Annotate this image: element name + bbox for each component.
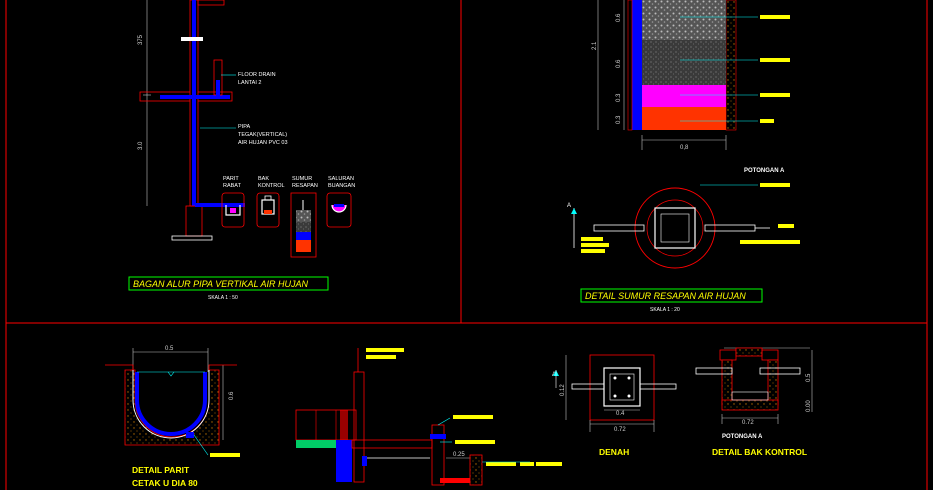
- bak-dim-side-1: 0.5: [806, 373, 812, 382]
- dim-well-3: 0.3: [616, 93, 622, 102]
- legend-saluran-2: BUANGAN: [328, 183, 355, 189]
- layer-soil: [642, 40, 726, 85]
- legend-saluran-symbol: [326, 192, 352, 228]
- bak-dim-bottom: 0.72: [742, 420, 754, 426]
- title-vertical-pipe: BAGAN ALUR PIPA VERTIKAL AIR HUJAN: [133, 279, 309, 289]
- scale-vertical-pipe: SKALA 1 : 50: [208, 295, 238, 301]
- vertical-pipe: [192, 0, 196, 206]
- legend-parit-1: PARIT: [223, 176, 239, 182]
- connection-dim: 0.25: [453, 452, 465, 458]
- legend-saluran-1: SALURAN: [328, 176, 354, 182]
- label-pipe-3: AIR HUJAN PVC 03: [238, 140, 288, 146]
- legend-parit-symbol: [221, 192, 245, 228]
- bak-kontrol-detail: 0.5 0.00 0.72 POTONGAN A DETAIL BAK KONT…: [695, 347, 813, 457]
- dim-well-total: 2.1: [592, 41, 598, 50]
- label-pipe-1: PIPA: [238, 124, 250, 130]
- denah-dim-side: 0.12: [560, 384, 566, 396]
- bak-section-label: POTONGAN A: [722, 434, 763, 440]
- drawing-frame: [5, 0, 928, 490]
- legend-parit-2: RABAT: [223, 183, 242, 189]
- dim-well-1: 0.6: [616, 13, 622, 22]
- label-floor-drain: FLOOR DRAIN: [238, 72, 276, 78]
- infiltration-well-section: 2.1 0.6 0.6 0.3 0.3 0,8 POTONG: [567, 0, 800, 313]
- dim-well-2: 0.6: [616, 59, 622, 68]
- scale-well: SKALA 1 : 20: [650, 307, 680, 313]
- connection-pipe-vertical: [336, 440, 352, 482]
- label-floor-drain-2: LANTAI 2: [238, 80, 261, 86]
- title-box-vertical-pipe: [128, 276, 329, 291]
- dim-upper: 375: [138, 34, 144, 45]
- vertical-pipe-diagram: 375 3.0 FLOOR DRAIN LANTAI 2 PIPA TEGAK(…: [128, 0, 355, 301]
- denah-title: DENAH: [599, 447, 629, 457]
- legend-sumur-symbol: [290, 192, 317, 258]
- legend-bak-symbol: [256, 192, 280, 228]
- denah-plan: A 0.12 0.4 0.72 DENAH: [552, 354, 677, 457]
- denah-dim-outer: 0.72: [614, 427, 626, 433]
- title-box-well: [580, 288, 763, 303]
- section-label-well: POTONGAN A: [744, 168, 785, 174]
- bak-dim-side-2: 0.00: [806, 400, 812, 412]
- legend-sumur-1: SUMUR: [292, 176, 312, 182]
- dim-well-bottom: 0,8: [680, 145, 689, 151]
- title-well: DETAIL SUMUR RESAPAN AIR HUJAN: [585, 291, 746, 301]
- bak-title: DETAIL BAK KONTROL: [712, 447, 807, 457]
- section-marker-a: A: [567, 203, 571, 209]
- layer-gravel: [642, 0, 726, 40]
- parit-title-2: CETAK U DIA 80: [132, 478, 198, 488]
- legend-sumur-2: RESAPAN: [292, 183, 318, 189]
- legend-bak-1: BAK: [258, 176, 269, 182]
- label-pipe-2: TEGAK(VERTICAL): [238, 132, 287, 138]
- connection-detail: 0.25: [295, 348, 562, 486]
- parit-title-1: DETAIL PARIT: [132, 465, 190, 475]
- denah-dim-inner: 0.4: [616, 411, 625, 417]
- layer-base: [642, 107, 726, 130]
- legend-bak-2: KONTROL: [258, 183, 285, 189]
- parit-detail: 0.5 0.6 DETAIL PARIT CETAK U DIA 80: [105, 346, 240, 488]
- layer-sand: [642, 85, 726, 107]
- parit-dim-top: 0.5: [165, 346, 174, 352]
- dim-well-4: 0.3: [616, 115, 622, 124]
- dim-lower: 3.0: [138, 141, 144, 150]
- parit-dim-side: 0.6: [229, 391, 235, 400]
